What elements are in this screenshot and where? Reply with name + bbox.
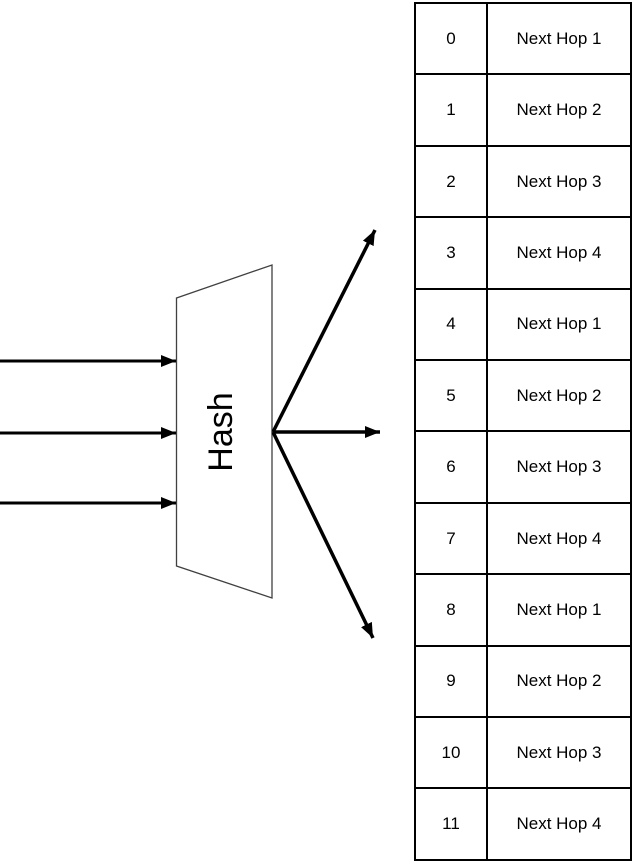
next-hop-cell: Next Hop 4 [486, 216, 632, 290]
next-hop-cell: Next Hop 3 [486, 716, 632, 790]
table-row: 1 Next Hop 2 [414, 73, 632, 147]
next-hop-cell: Next Hop 4 [486, 787, 632, 861]
table-row: 0 Next Hop 1 [414, 1, 632, 76]
index-cell: 9 [414, 644, 488, 719]
table-row: 6 Next Hop 3 [414, 430, 632, 504]
next-hop-cell: Next Hop 2 [486, 73, 632, 147]
table-row: 8 Next Hop 1 [414, 573, 632, 647]
next-hop-cell: Next Hop 2 [486, 644, 632, 719]
next-hop-cell: Next Hop 1 [486, 1, 632, 76]
index-cell: 8 [414, 573, 488, 647]
next-hop-cell: Next Hop 1 [486, 287, 632, 362]
index-cell: 6 [414, 430, 488, 504]
index-cell: 11 [414, 787, 488, 861]
table-row: 11 Next Hop 4 [414, 787, 632, 861]
index-cell: 7 [414, 501, 488, 576]
index-cell: 5 [414, 359, 488, 433]
output-arrow-up [271, 229, 377, 433]
hash-label: Hash [202, 392, 240, 472]
next-hop-cell: Next Hop 3 [486, 430, 632, 504]
index-cell: 4 [414, 287, 488, 362]
table-row: 7 Next Hop 4 [414, 501, 632, 576]
hash-trapezoid [175, 264, 273, 599]
next-hop-cell: Next Hop 4 [486, 501, 632, 576]
next-hop-cell: Next Hop 1 [486, 573, 632, 647]
table-row: 4 Next Hop 1 [414, 287, 632, 362]
index-cell: 0 [414, 1, 488, 76]
index-cell: 10 [414, 716, 488, 790]
table-row: 9 Next Hop 2 [414, 644, 632, 719]
table-row: 3 Next Hop 4 [414, 216, 632, 290]
output-arrow-down [271, 431, 375, 639]
next-hop-cell: Next Hop 3 [486, 144, 632, 219]
next-hop-cell: Next Hop 2 [486, 359, 632, 433]
table-row: 10 Next Hop 3 [414, 716, 632, 790]
table-row: 2 Next Hop 3 [414, 144, 632, 219]
index-cell: 3 [414, 216, 488, 290]
index-cell: 2 [414, 144, 488, 219]
table-row: 5 Next Hop 2 [414, 359, 632, 433]
next-hop-table: 0 Next Hop 1 1 Next Hop 2 2 Next Hop 3 3… [414, 1, 632, 861]
index-cell: 1 [414, 73, 488, 147]
